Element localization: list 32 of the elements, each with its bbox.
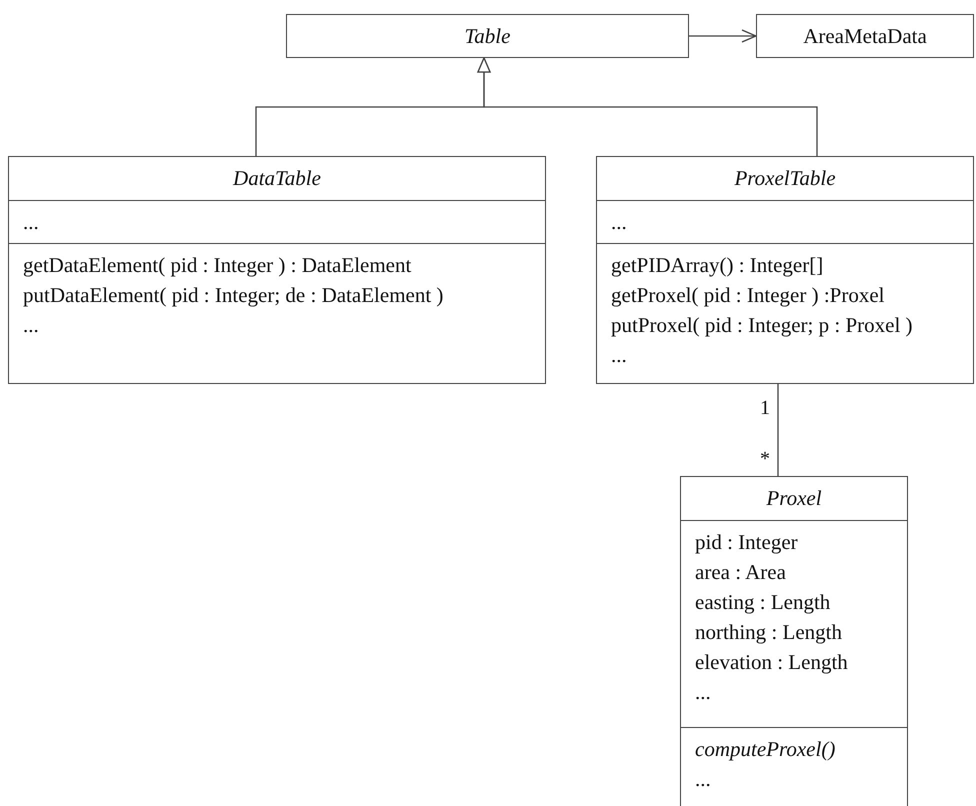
inheritance-arrow [477,57,818,156]
class-box [680,476,908,806]
operation: ... [695,766,711,794]
operation: ... [23,312,39,338]
arrow [689,29,757,43]
class-box [286,14,689,58]
operation: putDataElement( pid : Integer; de : DataElement ) [23,282,444,308]
association-line [777,384,779,476]
operation: getDataElement( pid : Integer ) : DataElement [23,252,412,278]
operation: getProxel( pid : Integer ) :Proxel [611,282,885,308]
attribute: ... [695,678,711,706]
multiplicity-label: * [760,448,770,470]
class-name: Table [464,23,510,50]
operation: ... [611,342,627,368]
class-name: Proxel [766,485,822,512]
attribute: area : Area [695,558,786,586]
multiplicity-label: 1 [760,397,770,419]
class-box [756,14,974,58]
operation: getPIDArray() : Integer[] [611,252,824,278]
class-name: ProxelTable [734,165,836,192]
attribute: northing : Length [695,618,842,646]
attribute: pid : Integer [695,528,798,556]
class-name: DataTable [233,165,321,192]
attribute: easting : Length [695,588,830,616]
operation: computeProxel() [695,736,836,764]
class-box [596,156,974,384]
attribute: elevation : Length [695,648,848,676]
attribute: ... [611,208,627,236]
operation: putProxel( pid : Integer; p : Proxel ) [611,312,913,338]
attribute: ... [23,208,39,236]
class-name: AreaMetaData [803,23,927,50]
class-box [8,156,546,384]
